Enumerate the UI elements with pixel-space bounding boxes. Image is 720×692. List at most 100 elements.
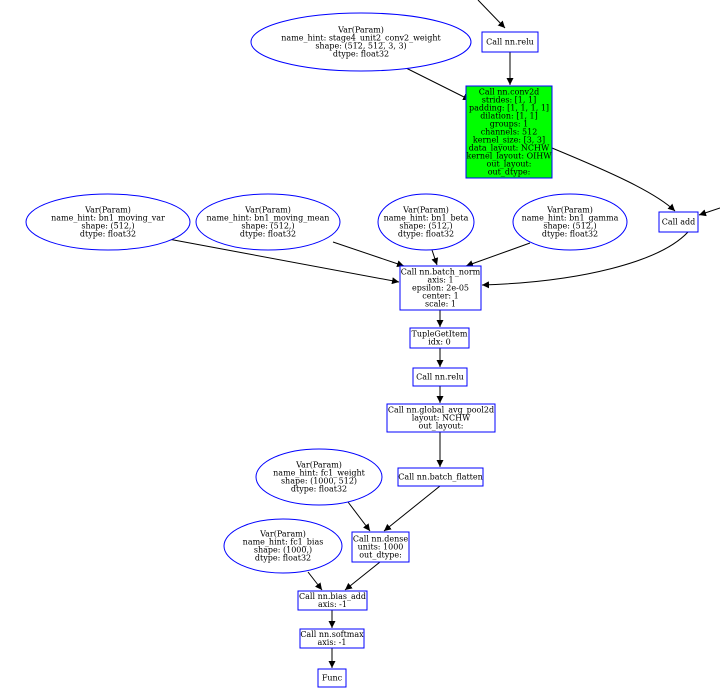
relu-top-node[interactable]: Call nn.relu (481, 31, 539, 53)
node-label-line: dtype: float32 (255, 554, 311, 563)
edge-moving-var-to-batch-norm (162, 237, 400, 285)
func-node[interactable]: Func (317, 668, 347, 688)
node-label-line: Call nn.bias_add (299, 592, 366, 601)
node-ellipse (377, 193, 475, 251)
node-box (481, 31, 539, 53)
node-label-line: out_layout: (419, 422, 464, 431)
node-label-line: shape: (1000,) (254, 546, 312, 555)
edge-beta-to-batch-norm (431, 249, 439, 266)
node-label-line: Call nn.batch_flatten (398, 473, 483, 482)
node-label-line: Call nn.conv2d (479, 88, 540, 97)
node-box (658, 211, 699, 233)
edge-input-to-add (698, 207, 720, 217)
node-box (397, 467, 484, 487)
node-label-line: name_hint: bn1_moving_mean (207, 214, 330, 223)
node-label-line: out_dtype: (359, 551, 402, 560)
node-label-line: Call nn.relu (416, 373, 464, 382)
node-box (317, 668, 347, 688)
add-node[interactable]: Call add (658, 211, 699, 233)
node-label-line: shape: (512,) (81, 222, 134, 231)
node-label-line: Var(Param) (295, 461, 342, 470)
node-box (299, 628, 365, 649)
node-label-line: groups: 1 (490, 120, 528, 129)
node-label-line: out_dtype: (488, 168, 531, 177)
edge-gamma-to-batch-norm (465, 242, 531, 267)
edge-fc1-bias-to-bias-add (307, 571, 323, 591)
node-label-line: Var(Param) (546, 206, 593, 215)
node-label-line: name_hint: stage4_unit2_conv2_weight (281, 34, 441, 43)
node-label-line: Func (322, 674, 343, 683)
node-ellipse (250, 12, 472, 72)
node-label-line: dilation: [1, 1] (480, 112, 538, 121)
node-label-line: Call nn.relu (486, 38, 534, 47)
edge-dense-to-bias-add (344, 561, 381, 591)
node-label-line: units: 1000 (358, 543, 404, 552)
node-label-line: epsilon: 2e-05 (412, 284, 469, 293)
node-label-line: name_hint: bn1_beta (384, 214, 469, 223)
node-ellipse (255, 448, 383, 506)
node-label-line: name_hint: fc1_bias (243, 538, 324, 547)
edge-batch-flatten-to-dense (383, 485, 441, 532)
node-label-line: layout: NCHW (412, 414, 471, 423)
node-label-line: channels: 512 (481, 128, 538, 137)
var-param-moving-mean-node[interactable]: Var(Param)name_hint: bn1_moving_meanshap… (195, 193, 341, 251)
node-label-line: dtype: float32 (80, 230, 136, 239)
node-label-line: dtype: float32 (542, 230, 598, 239)
node-label-line: TupleGetItem (412, 330, 468, 339)
node-label-line: shape: (1000, 512) (281, 477, 357, 486)
node-label-line: shape: (512,) (543, 222, 596, 231)
node-label-line: name_hint: fc1_weight (273, 469, 366, 478)
node-label-line: Var(Param) (259, 530, 306, 539)
nodes: Var(Param)name_hint: stage4_unit2_conv2_… (25, 12, 699, 688)
var-param-moving-var-node[interactable]: Var(Param)name_hint: bn1_moving_varshape… (25, 193, 191, 251)
node-box (297, 590, 368, 611)
node-label-line: Var(Param) (337, 26, 384, 35)
node-box (412, 367, 468, 387)
node-label-line: center: 1 (422, 292, 458, 301)
node-box (409, 327, 470, 349)
node-ellipse (195, 193, 341, 251)
node-label-line: Var(Param) (244, 206, 291, 215)
node-box (399, 265, 482, 311)
node-label-line: name_hint: bn1_moving_var (51, 214, 165, 223)
node-ellipse (223, 518, 343, 574)
node-label-line: Call nn.global_avg_pool2d (388, 406, 494, 415)
node-label-line: axis: 1 (427, 276, 453, 285)
node-box (465, 85, 553, 179)
node-ellipse (25, 193, 191, 251)
node-label-line: Var(Param) (402, 206, 449, 215)
node-label-line: shape: (512,) (399, 222, 452, 231)
var-param-conv-weight-node[interactable]: Var(Param)name_hint: stage4_unit2_conv2_… (250, 12, 472, 72)
node-label-line: dtype: float32 (333, 50, 389, 59)
node-label-line: shape: (512, 512, 3, 3) (315, 42, 406, 51)
node-label-line: idx: 0 (428, 338, 451, 347)
node-box (351, 531, 410, 563)
edge-input-to-relu-top (477, 0, 506, 29)
node-label-line: Call add (662, 218, 696, 227)
edge-conv-weight-to-conv2d (401, 65, 471, 101)
node-label-line: dtype: float32 (398, 230, 454, 239)
batch-flatten-node[interactable]: Call nn.batch_flatten (397, 467, 484, 487)
node-label-line: strides: [1, 1] (482, 96, 536, 105)
node-label-line: scale: 1 (425, 300, 456, 309)
node-box (386, 403, 496, 433)
node-label-line: kernel_layout: OIHW (466, 152, 552, 161)
node-label-line: Call nn.batch_norm (401, 268, 481, 277)
edge-add-to-batch-norm (481, 231, 689, 289)
relu-node[interactable]: Call nn.relu (412, 367, 468, 387)
node-label-line: data_layout: NCHW (469, 144, 550, 153)
edge-conv2d-to-add (551, 147, 676, 212)
node-label-line: padding: [1, 1, 1, 1] (469, 104, 549, 113)
